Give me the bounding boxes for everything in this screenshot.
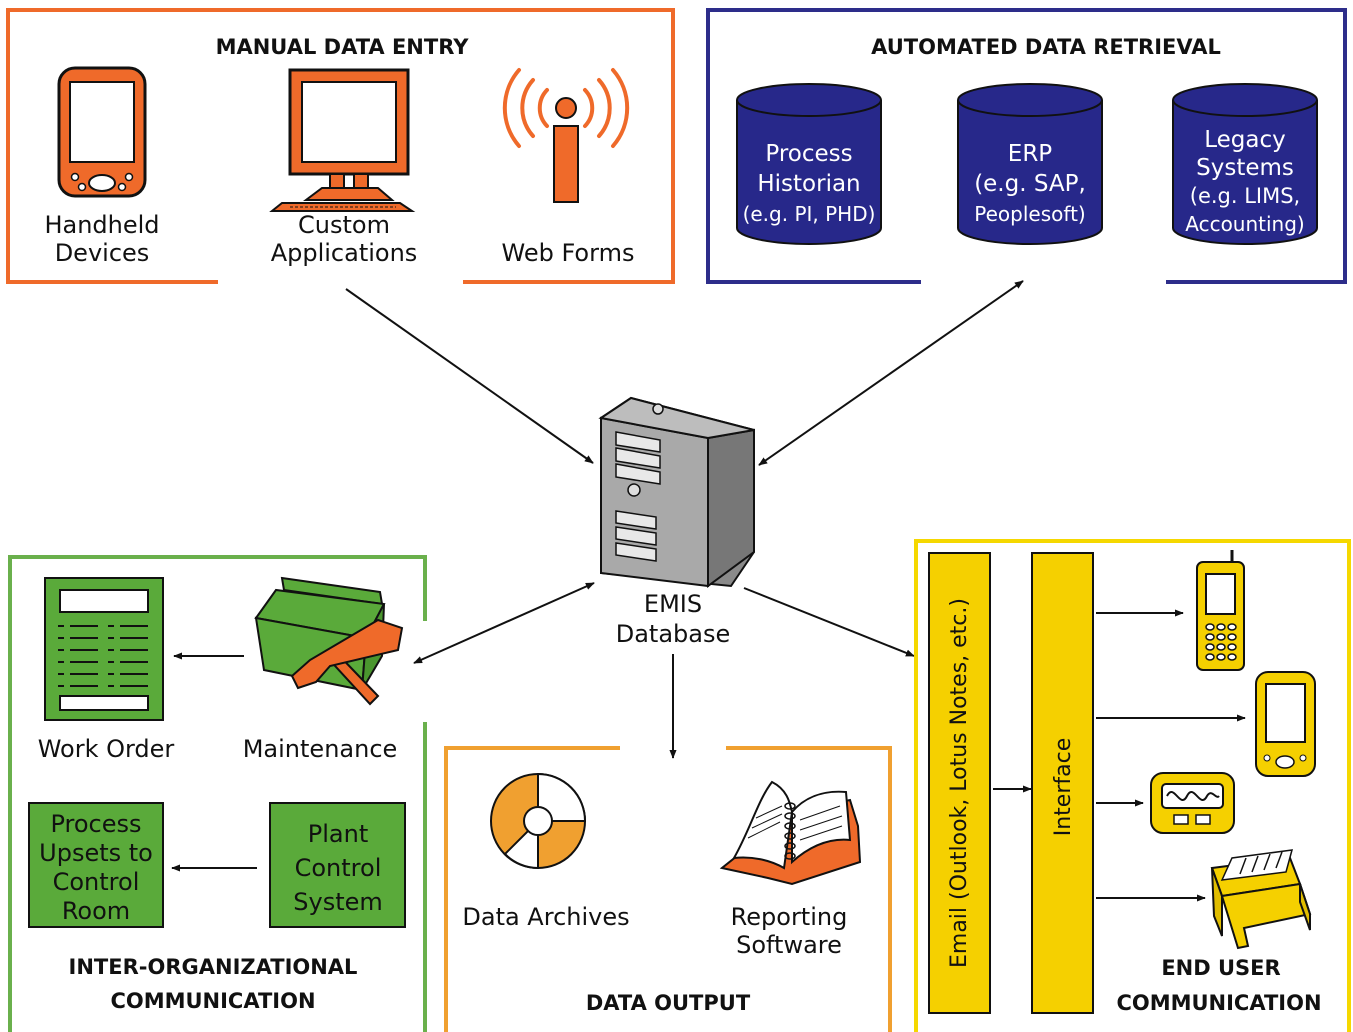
- emis-label-1: EMIS: [644, 590, 702, 618]
- legacy-label-1: Legacy: [1204, 127, 1286, 153]
- printer-icon: [1210, 849, 1312, 950]
- erp-label-3: Peoplesoft): [974, 202, 1085, 226]
- automated-title: AUTOMATED DATA RETRIEVAL: [871, 35, 1221, 59]
- legacy-label-2: Systems: [1196, 155, 1294, 181]
- data-output-panel: Data Archives Reporting Software DATA OU…: [444, 746, 892, 1032]
- automated-panel-border: [706, 8, 1347, 284]
- connector-arrows: [171, 280, 1246, 902]
- historian-label-1: Process: [765, 141, 852, 167]
- email-label: Email (Outlook, Lotus Notes, etc.): [947, 598, 972, 968]
- computer-icon: [269, 68, 416, 212]
- database-cylinder-icon-historian: [736, 83, 882, 245]
- pager-icon: [1150, 772, 1235, 834]
- end-user-panel: Email (Outlook, Lotus Notes, etc.) Inter…: [914, 539, 1351, 1032]
- historian-label-3: (e.g. PI, PHD): [743, 202, 876, 226]
- end-user-title-2: COMMUNICATION: [1116, 991, 1321, 1015]
- handheld-label-2: Devices: [55, 239, 150, 267]
- plant-label-3: System: [293, 888, 383, 916]
- inter-org-title-1: INTER-ORGANIZATIONAL: [69, 955, 358, 979]
- erp-label-2: (e.g. SAP,: [974, 171, 1086, 197]
- reporting-label-2: Software: [736, 931, 842, 959]
- upsets-label-1: Process: [50, 810, 141, 838]
- mobile-phone-icon: [1196, 550, 1245, 671]
- custom-label-2: Applications: [271, 239, 418, 267]
- manual-panel-border: [6, 8, 675, 284]
- data-archives-label: Data Archives: [462, 903, 629, 931]
- plant-label-1: Plant: [308, 820, 368, 848]
- plant-control-box: [269, 802, 406, 928]
- legacy-label-3: (e.g. LIMS,: [1190, 184, 1301, 208]
- end-user-panel-border: [914, 539, 1351, 1032]
- database-cylinder-icon-erp: [957, 83, 1103, 245]
- toolbox-hammer-icon: [254, 576, 404, 706]
- interface-bar: [1031, 552, 1094, 1014]
- automated-data-retrieval-panel: AUTOMATED DATA RETRIEVAL Process Histori…: [706, 8, 1347, 284]
- handheld-label-1: Handheld: [44, 211, 159, 239]
- inter-org-panel: Work Order Maintenance Process Upsets to…: [8, 555, 427, 1032]
- data-output-title: DATA OUTPUT: [586, 991, 751, 1015]
- upsets-label-2: Upsets to: [39, 839, 153, 867]
- handheld-device-icon: [57, 66, 147, 198]
- manual-data-entry-panel: MANUAL DATA ENTRY Handheld Devices Custo…: [6, 8, 675, 284]
- web-info-icon: [502, 68, 630, 203]
- erp-label-1: ERP: [1008, 141, 1053, 167]
- end-user-title-1: END USER: [1161, 956, 1280, 980]
- plant-label-2: Control: [295, 854, 382, 882]
- pda-icon: [1255, 671, 1316, 777]
- web-forms-label: Web Forms: [502, 239, 635, 267]
- pie-archive-icon: [490, 772, 587, 870]
- data-output-panel-border: [444, 746, 892, 1032]
- interface-label: Interface: [1051, 738, 1076, 837]
- work-order-label: Work Order: [38, 735, 175, 763]
- arrow-automated-server: [758, 280, 1024, 466]
- book-icon: [719, 780, 862, 886]
- emis-label-2: Database: [616, 620, 731, 648]
- reporting-label-1: Reporting: [731, 903, 848, 931]
- manual-title: MANUAL DATA ENTRY: [216, 35, 470, 59]
- email-bar: [928, 552, 991, 1014]
- arrow-manual-to-server: [345, 288, 594, 464]
- work-order-icon: [44, 577, 164, 721]
- historian-label-2: Historian: [757, 171, 860, 197]
- server-icon: [598, 396, 755, 588]
- arrow-inter-org-server: [413, 582, 595, 664]
- upsets-label-4: Room: [62, 897, 130, 925]
- upsets-label-3: Control: [53, 868, 140, 896]
- process-upsets-box: [28, 802, 164, 928]
- legacy-label-4: Accounting): [1185, 212, 1304, 236]
- custom-label-1: Custom: [298, 211, 390, 239]
- database-cylinder-icon-legacy: [1172, 83, 1318, 245]
- inter-org-title-2: COMMUNICATION: [110, 989, 315, 1013]
- arrow-server-to-end-user: [743, 587, 915, 657]
- maintenance-label: Maintenance: [243, 735, 398, 763]
- inter-org-panel-border: [8, 555, 427, 1032]
